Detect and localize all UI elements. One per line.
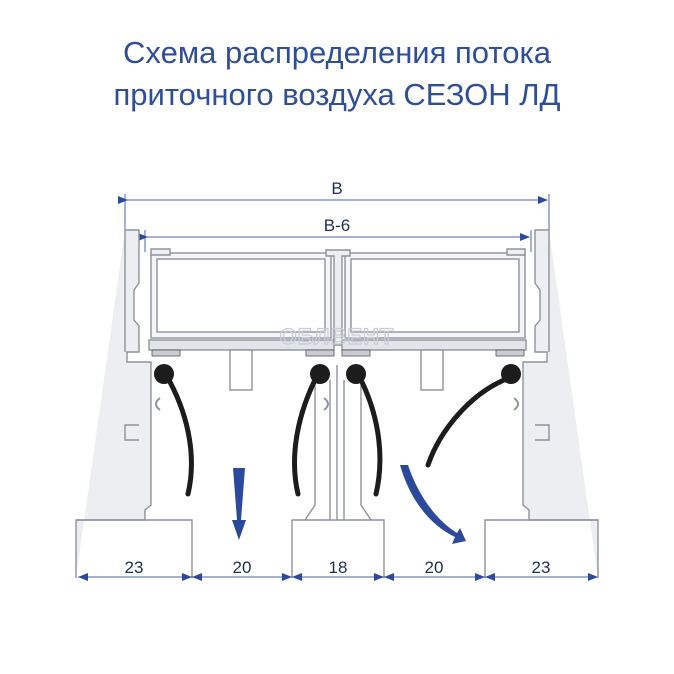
diagram-title: Схема распределения потока приточного во… bbox=[0, 32, 674, 116]
blade-2 bbox=[292, 364, 330, 497]
dimension-inner-label: B-6 bbox=[324, 216, 350, 235]
airflow-arrow-curved bbox=[400, 465, 466, 544]
blade-4 bbox=[425, 364, 521, 468]
seal-strips bbox=[151, 349, 525, 357]
dimension-segment-4: 20 bbox=[425, 558, 444, 577]
dimension-segment-5: 23 bbox=[532, 558, 551, 577]
housing-profile bbox=[75, 229, 599, 578]
dimension-segment-2: 20 bbox=[233, 558, 252, 577]
dimension-overall-label: B bbox=[331, 179, 342, 198]
airflow-arrow-vertical bbox=[232, 468, 246, 540]
title-line-2: приточного воздуха СЕЗОН ЛД bbox=[113, 77, 561, 112]
dimension-inner bbox=[138, 230, 532, 252]
title-line-1: Схема распределения потока bbox=[123, 35, 551, 70]
dimension-segment-3: 18 bbox=[329, 558, 348, 577]
dimension-segment-1: 23 bbox=[125, 558, 144, 577]
dimension-overall bbox=[118, 194, 550, 230]
watermark-text: ОБЛВЕНТ bbox=[280, 324, 395, 349]
blade-3 bbox=[346, 364, 383, 497]
blade-1 bbox=[154, 364, 194, 497]
